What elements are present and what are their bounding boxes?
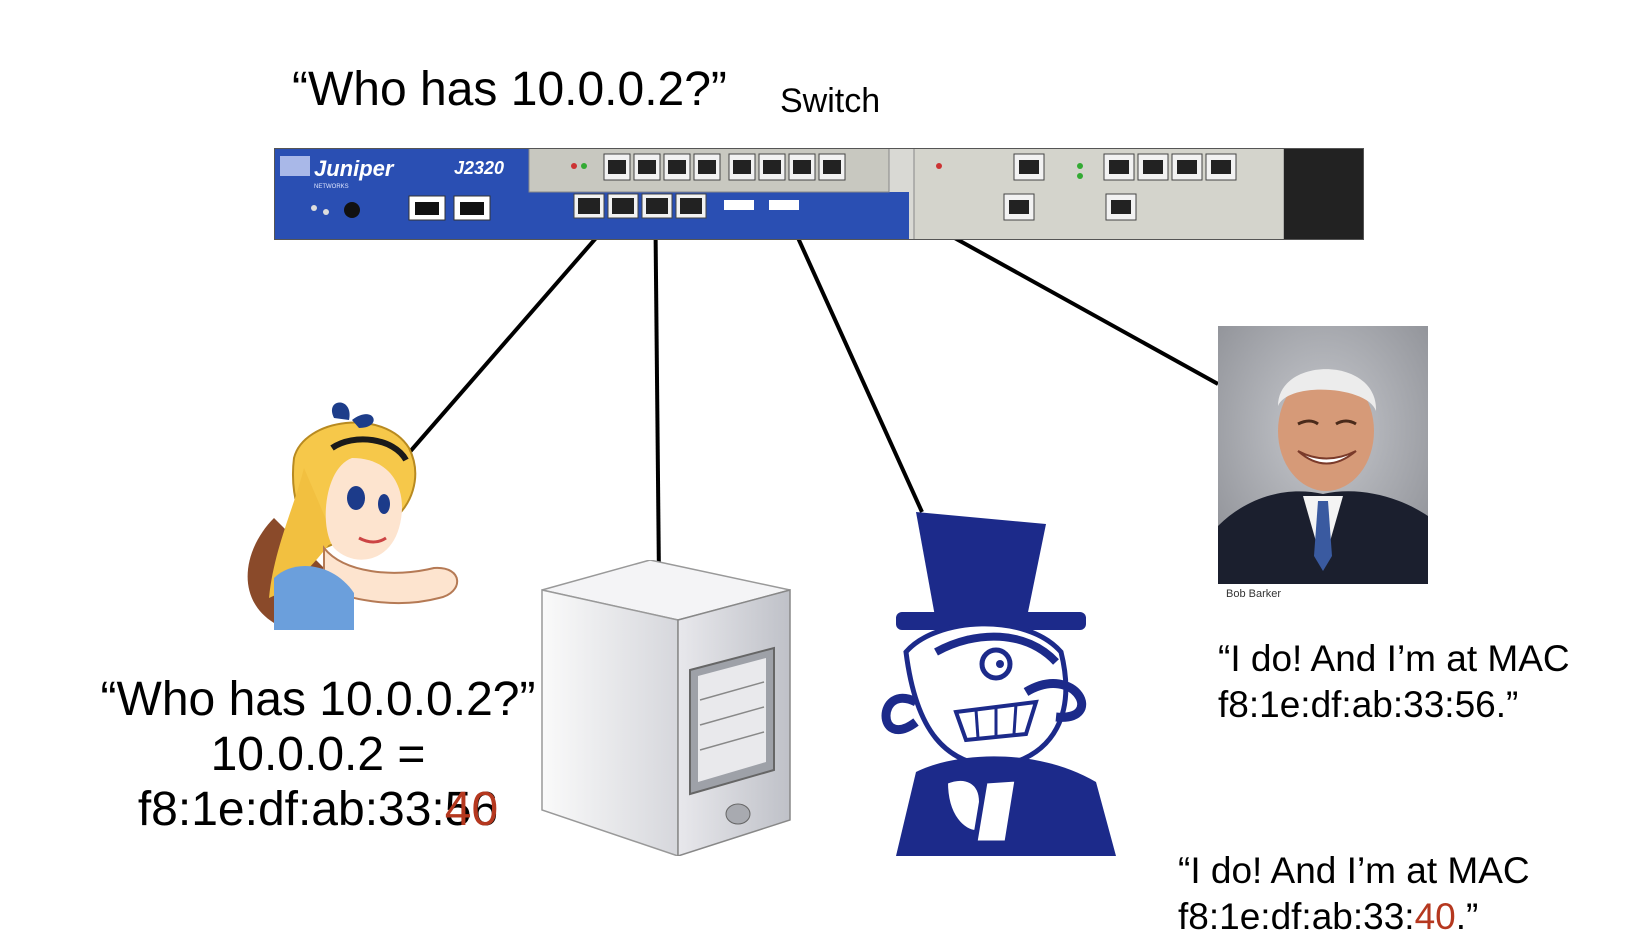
bob-reply-line2: f8:1e:df:ab:33:56.”: [1218, 684, 1519, 725]
attacker-reply: “I do! And I’m at MAC f8:1e:df:ab:33:40.…: [1178, 848, 1530, 940]
attacker-reply-line2: f8:1e:df:ab:33:40.”: [1178, 894, 1530, 940]
server-tower-icon: [541, 560, 791, 856]
model-label: J2320: [454, 158, 504, 178]
switch-broadcast-quote: “Who has 10.0.0.2?”: [292, 63, 727, 116]
alice-mac-suffix-original: 56: [444, 783, 499, 836]
bob-reply: “I do! And I’m at MAC f8:1e:df:ab:33:56.…: [1218, 636, 1570, 728]
alice-icon: [247, 402, 459, 630]
alice-ip-line: 10.0.0.2 =: [210, 728, 426, 781]
attacker-mac-prefix: f8:1e:df:ab:33:: [1178, 896, 1415, 937]
alice-mac-suffix-overwritten: 40: [444, 783, 499, 836]
brand-sub: NETWORKS: [314, 184, 349, 190]
villain-icon: [881, 512, 1116, 856]
attacker-reply-close: .”: [1455, 896, 1479, 937]
bob-caption: Bob Barker: [1226, 588, 1282, 600]
alice-quote: “Who has 10.0.0.2?”: [100, 673, 536, 726]
brand-logo: Juniper: [314, 156, 395, 181]
alice-text-block: “Who has 10.0.0.2?” 10.0.0.2 = f8:1e:df:…: [78, 672, 558, 837]
bob-reply-line1: “I do! And I’m at MAC: [1218, 638, 1570, 679]
attacker-reply-line1: “I do! And I’m at MAC: [1178, 850, 1530, 891]
bob-barker-photo: [1218, 326, 1428, 584]
alice-mac-prefix: f8:1e:df:ab:33:: [137, 783, 445, 836]
wire-server: [653, 175, 661, 581]
attacker-mac-suffix: 40: [1414, 896, 1456, 937]
switch-label: Switch: [780, 82, 881, 120]
juniper-switch: Juniper NETWORKS J2320: [274, 148, 1364, 240]
